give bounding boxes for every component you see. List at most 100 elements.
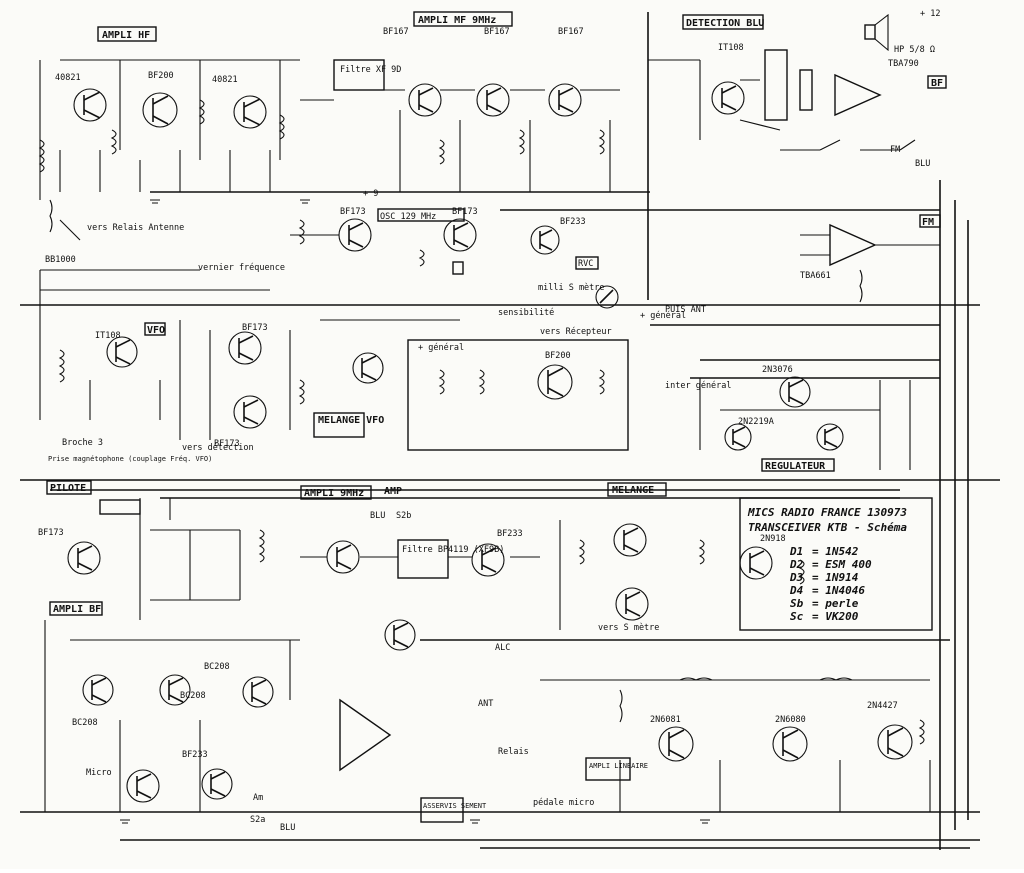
fet-40821-a-label: 40821: [55, 73, 81, 83]
filtre-bp-label: Filtre BP4119 (XF9B): [402, 545, 504, 555]
hp-label: HP 5/8 Ω: [894, 45, 935, 55]
ampli-bf-section: AMPLI BF BC208 BC208 BC208 Micro BF233 A…: [44, 601, 300, 833]
amp-label: AMP: [384, 486, 402, 497]
s2b-label: S2b: [396, 511, 411, 521]
tba790-amp: [834, 73, 882, 117]
it108-a-label: IT108: [718, 43, 744, 53]
legend-key: Sb: [790, 597, 804, 610]
pilote-section: PILOTE BF173: [38, 480, 265, 620]
bb1000-label: BB1000: [45, 255, 76, 265]
bf167-a-label: BF167: [383, 27, 409, 37]
legend-key: D2: [789, 558, 804, 571]
vfo-label: VFO: [147, 325, 165, 336]
t2n4427-label: 2N4427: [867, 701, 898, 711]
bc208-b-label: BC208: [180, 691, 206, 701]
ampli-lineaire-section: ANT Relais AMPLI LINEAIRE pédale micro 2…: [478, 677, 931, 812]
tba661-label: TBA661: [800, 271, 831, 281]
plus12-note: + 12: [920, 9, 940, 19]
osc-label: OSC 129 MHz: [380, 212, 436, 222]
pedale-micro-note: pédale micro: [533, 797, 594, 808]
ground-symbols: [120, 199, 710, 824]
bus-wires: [20, 12, 1000, 850]
am-label: Am: [253, 793, 263, 803]
fm-block-label: FM: [922, 217, 934, 228]
title-block: MICS RADIO FRANCE 130973 TRANSCEIVER KTB…: [739, 497, 933, 631]
bf173-a-label: BF173: [340, 207, 366, 217]
ampli-mf-section: Filtre XF 9D AMPLI MF 9MHz BF167 BF167 B…: [300, 11, 620, 199]
vernier-note: vernier fréquence: [198, 262, 285, 273]
ampli-bf-label: AMPLI BF: [53, 604, 101, 615]
bf233-a-label: BF233: [560, 217, 586, 227]
bf233-c-label: BF233: [182, 750, 208, 760]
fm-switch-label: FM: [890, 145, 900, 155]
general-note-1: + général: [418, 342, 464, 353]
ampli-lineaire-label: AMPLI LINEAIRE: [589, 762, 648, 770]
filtre-xf9d-label: Filtre XF 9D: [340, 65, 401, 75]
blu-label-3: BLU: [280, 823, 295, 833]
fet-40821-b-label: 40821: [212, 75, 238, 85]
melange-label: MELANGE: [612, 485, 654, 496]
vers-smetre-note: vers S mètre: [598, 622, 659, 633]
mixer-osc-section: BF173 OSC 129 MHz BF173 BF233 RVC sensib…: [290, 207, 706, 318]
fm-section: FM TBA661: [800, 214, 941, 303]
inter-general-note: inter général: [665, 380, 732, 391]
bc208-c-label: BC208: [204, 662, 230, 672]
bf200-a-label: BF200: [148, 71, 174, 81]
legend-value: = perle: [812, 597, 859, 610]
alc-label: ALC: [495, 643, 510, 653]
micro-label: Micro: [86, 768, 112, 778]
pilote-label: PILOTE: [50, 483, 86, 494]
bf173-e-label: BF173: [38, 528, 64, 538]
legend-value: = VK200: [812, 610, 859, 623]
ampli-mf-label: AMPLI MF 9MHz: [418, 15, 496, 26]
title-line1: MICS RADIO FRANCE 130973: [747, 506, 907, 519]
tba661-amp: [829, 223, 877, 267]
sensibilite-note: sensibilité: [498, 307, 554, 318]
s2a-label: S2a: [250, 815, 265, 825]
filtre-xf9d-box: [333, 59, 385, 91]
smetre-meter: [595, 285, 619, 309]
legend-key: D4: [789, 584, 804, 597]
bf167-b-label: BF167: [484, 27, 510, 37]
legend-value: = 1N914: [812, 571, 859, 584]
general-note-2: + général: [640, 310, 686, 321]
regulateur-label: REGULATEUR: [765, 461, 826, 472]
filtre-bp-box: [397, 539, 449, 579]
t2n3076-label: 2N3076: [762, 365, 793, 375]
vfo-section: BB1000 vernier fréquence VFO IT108 Broch…: [39, 255, 285, 463]
puis-ant-note: PUIS ANT: [665, 305, 706, 315]
ampli-9mhz-label: AMPLI 9MHz: [304, 488, 364, 499]
plus9-note: + 9: [363, 189, 378, 199]
bf233-b-label: BF233: [497, 529, 523, 539]
rvc-label: RVC: [578, 259, 593, 269]
smetre-note: milli S mètre: [538, 282, 605, 293]
bc208-a-label: BC208: [72, 718, 98, 728]
ampli-hf-section: AMPLI HF 40821 BF200 40821 vers Relais A…: [38, 26, 300, 241]
asservissement-label: ASSERVIS SEMENT: [423, 802, 487, 810]
legend-value: = ESM 400: [812, 558, 872, 571]
legend-value: = 1N542: [812, 545, 859, 558]
ampli-9mhz-section: AMPLI 9MHz AMP Filtre BP4119 (XF9B) BF23…: [300, 485, 540, 579]
title-line2: TRANSCEIVER KTB - Schéma: [748, 521, 907, 534]
vers-detection-note: vers détection: [182, 442, 254, 453]
bf-label: BF: [931, 78, 943, 89]
alc-section: ASSERVIS SEMENT ALC vers S mètre: [339, 619, 659, 823]
bf173-c-label: BF173: [242, 323, 268, 333]
it108-b-label: IT108: [95, 331, 121, 341]
relais-label: Relais: [498, 747, 529, 757]
melange-vfo-section: BF173 BF173 MELANGE VFO BF200 vers Récep…: [179, 319, 629, 451]
blu-switch-label: BLU: [915, 159, 930, 169]
t2n2219-label: 2N2219A: [738, 417, 774, 427]
regulateur-section: 2N3076 2N2219A REGULATEUR inter général …: [640, 310, 911, 472]
t2n6081-label: 2N6081: [650, 715, 681, 725]
detection-blu-section: DETECTION BLU IT108 TBA790 BF HP 5/8 Ω +…: [648, 9, 947, 169]
melange-vfo-label: MELANGE VFO: [318, 415, 384, 426]
legend-key: Sc: [790, 610, 804, 623]
blu-label-2: BLU: [370, 511, 385, 521]
bf167-c-label: BF167: [558, 27, 584, 37]
bf173-b-label: BF173: [452, 207, 478, 217]
legend-key: D1: [789, 545, 803, 558]
